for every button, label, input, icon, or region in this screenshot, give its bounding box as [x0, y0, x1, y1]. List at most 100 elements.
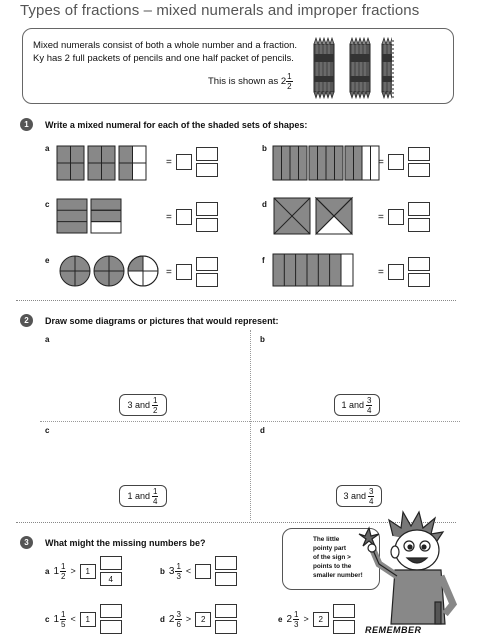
fraction-boxes: [195, 147, 218, 177]
remember-label: REMEMBER: [365, 625, 422, 635]
q2-label-b: b: [260, 335, 265, 344]
q3-label-c: c: [45, 614, 50, 624]
fraction-boxes: 4: [99, 556, 122, 586]
numerator-box[interactable]: [215, 604, 238, 618]
q1d-shapes: [273, 196, 354, 236]
intro-line-1: Mixed numerals consist of both a whole n…: [33, 40, 298, 51]
numerator-box[interactable]: [99, 556, 122, 570]
whole-box[interactable]: [195, 563, 212, 579]
whole-box[interactable]: [175, 209, 192, 225]
mixed-whole: 1: [53, 565, 60, 577]
whole-box[interactable]: [387, 154, 404, 170]
numerator-box[interactable]: [407, 202, 430, 216]
denominator-box[interactable]: [332, 620, 355, 634]
denominator-box[interactable]: [215, 572, 238, 586]
pill-num: 1: [152, 395, 159, 406]
q2-label-d: d: [260, 426, 265, 435]
q2-vertical-divider: [250, 330, 251, 520]
numerator-box[interactable]: [407, 147, 430, 161]
numerator-box[interactable]: [99, 604, 122, 618]
whole-box[interactable]: [175, 264, 192, 280]
equals-sign: =: [166, 266, 172, 278]
fraction-boxes: [99, 604, 122, 634]
numerator-box[interactable]: [195, 147, 218, 161]
numerator-box[interactable]: [195, 202, 218, 216]
denominator-box[interactable]: [195, 273, 218, 287]
denominator-box[interactable]: [407, 163, 430, 177]
given-whole-box: 2: [312, 611, 329, 627]
mixed-den: 2: [61, 571, 66, 581]
mixed-den: 3: [176, 571, 181, 581]
section-divider: [16, 522, 456, 523]
numerator-box[interactable]: [407, 257, 430, 271]
bubble-line: pointy part: [313, 545, 347, 552]
question-1-number: 1: [20, 118, 33, 131]
q1f-answer: =: [378, 257, 430, 287]
pill-whole: 1 and: [341, 400, 365, 410]
q2-horizontal-divider: [40, 421, 460, 422]
mixed-whole: 2: [286, 613, 293, 625]
q1a-answer: =: [166, 147, 218, 177]
q1-label-c: c: [45, 200, 50, 209]
q3-label-b: b: [160, 566, 165, 576]
mixed-den: 6: [176, 619, 181, 629]
mixed-whole: 3: [168, 565, 175, 577]
q2-label-c: c: [45, 426, 50, 435]
given-whole-box: 1: [79, 563, 96, 579]
denominator-box[interactable]: [215, 620, 238, 634]
intro-box: [22, 28, 454, 104]
q1-label-d: d: [262, 200, 267, 209]
equals-sign: =: [166, 211, 172, 223]
mixed-whole: 2: [168, 613, 175, 625]
numerator-box[interactable]: [195, 257, 218, 271]
numerator-box[interactable]: [215, 556, 238, 570]
q1b-shapes: [272, 145, 380, 181]
denominator-box[interactable]: [407, 273, 430, 287]
mixed-den: 5: [61, 619, 66, 629]
q1b-answer: =: [378, 147, 430, 177]
q2-label-a: a: [45, 335, 50, 344]
mixed-den: 3: [294, 619, 299, 629]
intro-frac-den: 2: [287, 82, 292, 91]
q1e-shapes: [59, 255, 159, 287]
question-2-instruction: Draw some diagrams or pictures that woul…: [45, 316, 279, 326]
pill-num: 1: [152, 486, 159, 497]
cartoon-boy-illustration: [358, 510, 458, 625]
mixed-num: 3: [175, 609, 182, 620]
question-3-number: 3: [20, 536, 33, 549]
q1-label-b: b: [262, 144, 267, 153]
question-3-instruction: What might the missing numbers be?: [45, 538, 206, 548]
fraction-boxes: [407, 202, 430, 232]
pill-den: 2: [153, 405, 158, 415]
denominator-box[interactable]: [99, 620, 122, 634]
q1-label-f: f: [262, 256, 265, 265]
denominator-box[interactable]: [195, 218, 218, 232]
equals-sign: =: [378, 266, 384, 278]
denominator-box[interactable]: [195, 163, 218, 177]
mixed-num: 1: [293, 609, 300, 620]
given-whole-box: 2: [195, 611, 212, 627]
mixed-num: 1: [60, 609, 67, 620]
fraction-boxes: [407, 257, 430, 287]
denominator-box[interactable]: [407, 218, 430, 232]
whole-box[interactable]: [387, 264, 404, 280]
fraction-boxes: [332, 604, 355, 634]
whole-box[interactable]: [175, 154, 192, 170]
pill-num: 3: [366, 395, 373, 406]
equals-sign: =: [378, 211, 384, 223]
numerator-box[interactable]: [332, 604, 355, 618]
q1a-shapes: [56, 145, 147, 181]
whole-box[interactable]: [387, 209, 404, 225]
